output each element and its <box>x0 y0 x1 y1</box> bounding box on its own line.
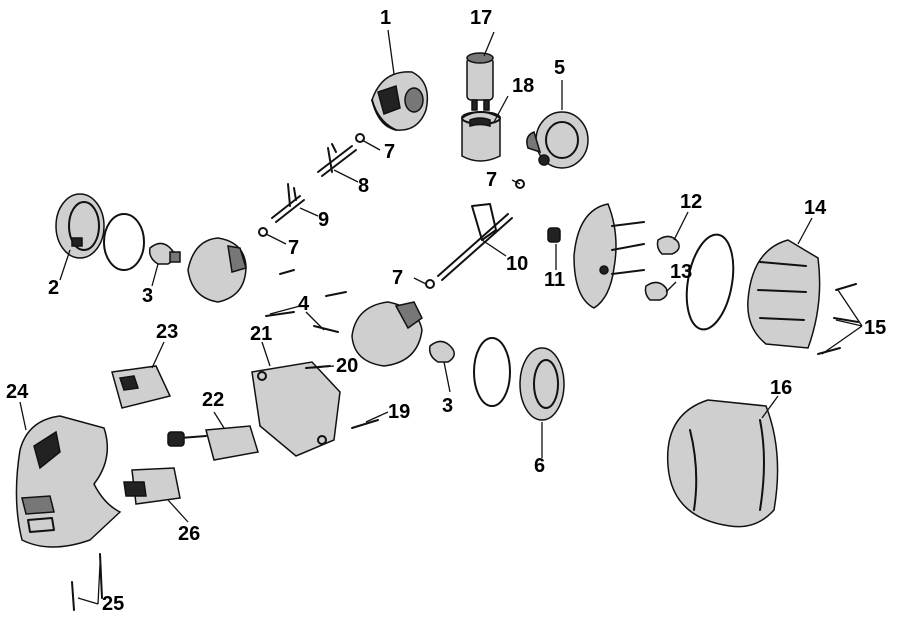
part-17-cylinder <box>466 52 494 111</box>
part-22-switch <box>167 425 259 461</box>
callout-8: 8 <box>358 175 370 197</box>
callout-16: 16 <box>770 377 793 399</box>
part-15-screws <box>817 283 859 355</box>
callout-13: 13 <box>670 261 693 283</box>
part-center-lamp-bowl <box>351 301 423 367</box>
callout-18: 18 <box>512 75 535 97</box>
callout-6: 6 <box>534 455 546 477</box>
callout-3b: 3 <box>442 395 454 417</box>
callout-17: 17 <box>470 7 493 29</box>
part-24-switch-housing <box>15 415 122 548</box>
part-taillight-base <box>573 203 645 309</box>
part-lamp-body-left <box>187 237 247 303</box>
part-4-screws <box>265 269 347 333</box>
part-18-rubber-boot <box>461 111 501 162</box>
callout-20: 20 <box>336 355 359 377</box>
callout-23: 23 <box>156 321 179 343</box>
part-5-lamp-housing <box>526 111 589 169</box>
leader-lines <box>19 29 863 605</box>
part-8-bracket <box>317 143 357 177</box>
part-23-switch <box>111 365 172 409</box>
callout-24: 24 <box>6 381 29 403</box>
callout-19: 19 <box>388 401 411 423</box>
callout-25: 25 <box>102 593 125 615</box>
callout-3a: 3 <box>142 285 154 307</box>
callout-14: 14 <box>804 197 827 219</box>
part-21-bracket-plate <box>251 361 341 457</box>
callout-5: 5 <box>554 57 566 79</box>
callout-7d: 7 <box>392 267 404 289</box>
part-6-lens <box>473 337 565 421</box>
part-3-bulbs <box>148 242 455 363</box>
part-10-rod-bracket <box>437 203 513 281</box>
part-12-13-bulbs <box>644 235 680 301</box>
callout-7b: 7 <box>486 169 498 191</box>
part-2-bezel-ring <box>55 193 145 271</box>
callout-26: 26 <box>178 523 201 545</box>
callout-4: 4 <box>298 293 310 315</box>
part-1-headlight-shell <box>371 71 429 131</box>
callout-22: 22 <box>202 389 225 411</box>
callout-21: 21 <box>250 323 273 345</box>
callout-15: 15 <box>864 317 887 339</box>
callout-7c: 7 <box>288 237 300 259</box>
part-9-bracket <box>271 183 305 223</box>
callout-12: 12 <box>680 191 703 213</box>
callout-11: 11 <box>544 269 566 291</box>
part-14-taillight-lens <box>747 239 821 349</box>
callout-2: 2 <box>48 277 60 299</box>
part-26-connector <box>123 467 181 505</box>
part-taillight-gasket <box>685 233 735 331</box>
part-11-socket <box>547 227 561 243</box>
callout-1: 1 <box>380 7 392 29</box>
callout-7a: 7 <box>384 141 396 163</box>
callout-9: 9 <box>318 209 330 231</box>
part-25-screws <box>71 553 103 611</box>
callout-10: 10 <box>506 253 529 275</box>
part-16-lens-cover <box>666 399 779 528</box>
